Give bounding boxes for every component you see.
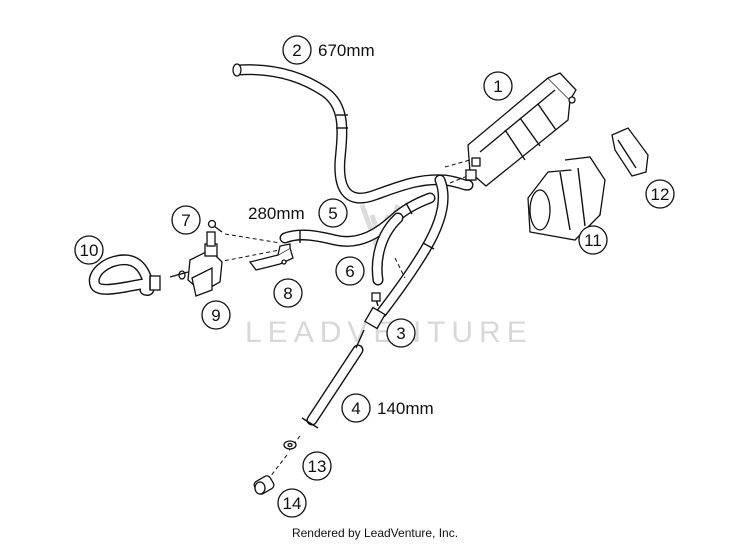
- callout-13: 13: [302, 451, 332, 481]
- footer-credit: Rendered by LeadVenture, Inc.: [291, 526, 459, 540]
- callout-12: 12: [645, 179, 675, 209]
- svg-text:9: 9: [211, 306, 220, 325]
- callout-5-length: 280mm: [248, 204, 305, 223]
- part-8-bracket[interactable]: [248, 243, 294, 271]
- svg-text:10: 10: [80, 241, 99, 260]
- part-11-holder[interactable]: [527, 156, 606, 241]
- watermark-text: LEADVENTURE: [245, 316, 533, 349]
- callout-2-length: 670mm: [318, 41, 375, 60]
- part-12-damper[interactable]: [611, 127, 649, 177]
- callout-10: 10: [74, 235, 104, 265]
- svg-text:14: 14: [283, 494, 302, 513]
- svg-text:5: 5: [328, 204, 337, 223]
- svg-text:1: 1: [493, 77, 502, 96]
- part-2-long-hose[interactable]: [232, 63, 474, 204]
- callout-4-length: 140mm: [377, 399, 434, 418]
- callout-8: 8: [273, 278, 303, 308]
- callout-4: 4 140mm: [341, 393, 434, 423]
- part-7-screw[interactable]: [207, 219, 223, 233]
- part-14-end-cap[interactable]: [253, 474, 276, 495]
- svg-text:11: 11: [584, 231, 602, 250]
- callout-6: 6: [335, 256, 365, 286]
- svg-text:13: 13: [308, 457, 327, 476]
- part-4-short-hose[interactable]: [301, 329, 365, 429]
- part-1-canister[interactable]: [465, 72, 577, 187]
- callout-3: 3: [386, 318, 416, 348]
- callout-1: 1: [483, 71, 513, 101]
- svg-text:2: 2: [292, 41, 301, 60]
- svg-text:6: 6: [345, 262, 354, 281]
- part-5-medium-hose[interactable]: [279, 192, 436, 247]
- svg-text:12: 12: [651, 185, 670, 204]
- watermark: LEADVENTURE: [245, 204, 533, 349]
- svg-text:3: 3: [396, 324, 405, 343]
- callout-2: 2 670mm: [282, 35, 375, 65]
- callout-11: 11: [578, 225, 608, 255]
- part-10-loop-hose[interactable]: [88, 254, 161, 296]
- part-13-clip[interactable]: [283, 440, 297, 450]
- callout-14: 14: [277, 488, 307, 518]
- svg-text:4: 4: [351, 399, 360, 418]
- svg-text:8: 8: [283, 284, 292, 303]
- svg-text:7: 7: [181, 211, 190, 230]
- part-6-hose[interactable]: [371, 212, 404, 286]
- callout-5: 5 280mm: [248, 198, 348, 228]
- part-9-purge-valve[interactable]: [169, 231, 223, 297]
- callout-7: 7: [171, 205, 201, 235]
- callout-9: 9: [201, 300, 231, 330]
- part-3-t-connector[interactable]: [364, 292, 386, 330]
- canister-hose[interactable]: [376, 174, 449, 318]
